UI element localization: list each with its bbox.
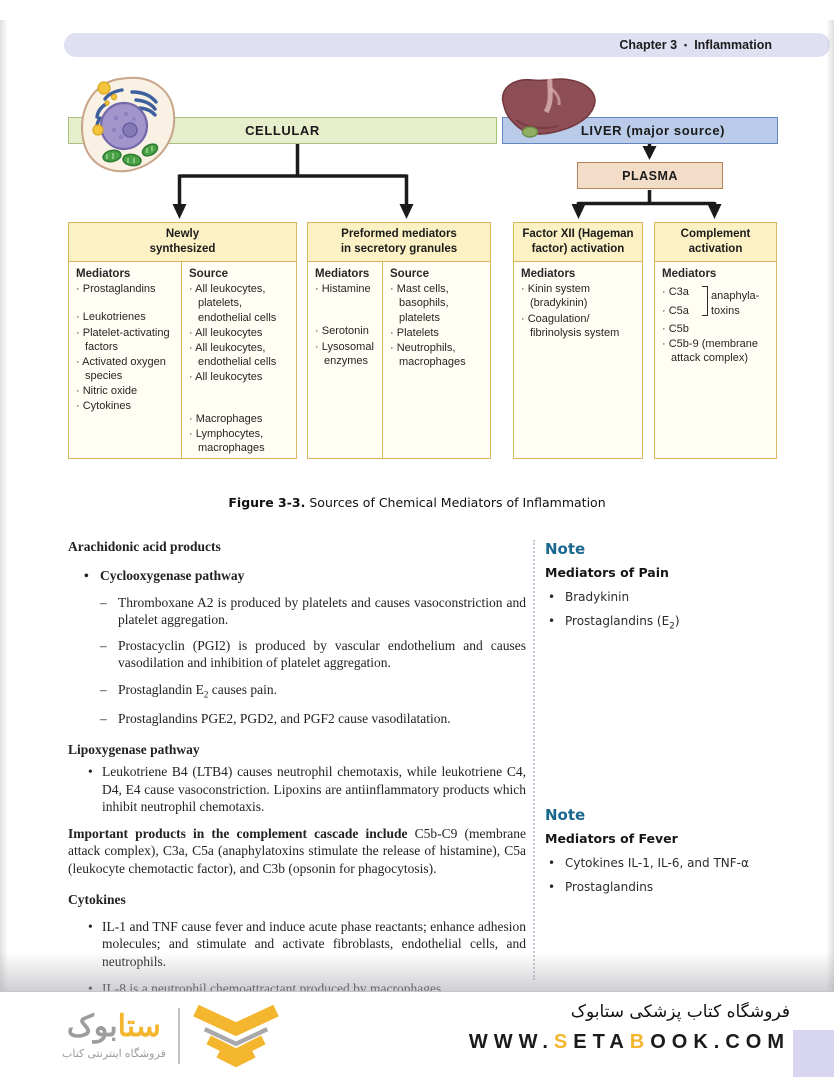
mediator-item: Prostaglandins bbox=[76, 282, 178, 296]
mediator-item: Cytokines bbox=[76, 399, 178, 413]
mediators-column: Mediators Kinin system (bradykinin) Coag… bbox=[514, 262, 642, 458]
complement-box: Complement activation Mediators C3a C5a … bbox=[654, 222, 777, 459]
heading-arachidonic: Arachidonic acid products bbox=[68, 539, 221, 554]
figure-caption-label: Figure 3-3. bbox=[228, 495, 306, 510]
box-title: Preformed mediators in secretory granule… bbox=[308, 223, 490, 263]
source-item: Neutrophils, macrophages bbox=[390, 341, 487, 369]
liver-banner: LIVER (major source) bbox=[502, 117, 778, 144]
mediators-column: Mediators Histamine Serotonin Lysosomal … bbox=[308, 262, 382, 458]
mediators-column: Mediators Prostaglandins Leukotrienes Pl… bbox=[69, 262, 181, 458]
chapter-title: Inflammation bbox=[694, 38, 772, 52]
box-title: Factor XII (Hageman factor) activation bbox=[514, 223, 642, 263]
source-item: All leukocytes bbox=[189, 370, 293, 384]
anaphylatoxin-group: C3a C5a anaphyla- toxins bbox=[662, 282, 773, 320]
mediator-item: Platelet-activating factors bbox=[76, 326, 178, 354]
preformed-mediators-box: Preformed mediators in secretory granule… bbox=[307, 222, 491, 459]
bullet-item: Leukotriene B4 (LTB4) causes neutrophil … bbox=[68, 763, 526, 815]
mediator-item: Leukotrienes bbox=[76, 310, 178, 324]
mediator-item: Coagulation/ fibrinolysis system bbox=[521, 312, 639, 340]
setabook-wordmark: ستابوک bbox=[66, 1010, 161, 1043]
header-bullet-icon: • bbox=[684, 39, 688, 50]
heading-cyclooxygenase: Cyclooxygenase pathway bbox=[68, 567, 526, 585]
dash-item: Prostaglandins PGE2, PGD2, and PGF2 caus… bbox=[68, 710, 526, 728]
box-title: Newly synthesized bbox=[69, 223, 296, 263]
store-name: فروشگاه کتاب پزشکی ستابوک bbox=[570, 1002, 790, 1022]
note-item: Cytokines IL-1, IL-6, and TNF-α bbox=[545, 856, 823, 870]
chapter-header-bar: Chapter 3 • Inflammation bbox=[64, 33, 830, 57]
source-item: Macrophages bbox=[189, 412, 293, 426]
note-item: Prostaglandins bbox=[545, 880, 823, 894]
flow-arrows bbox=[172, 143, 722, 219]
chevron-logo-icon bbox=[193, 1005, 279, 1067]
column-divider bbox=[533, 540, 535, 980]
source-column: Source Mast cells, basophils, platelets … bbox=[382, 262, 490, 459]
heading-lipoxygenase: Lipoxygenase pathway bbox=[68, 742, 200, 758]
right-scan-shadow bbox=[826, 20, 834, 992]
note-pain: Note Mediators of Pain Bradykinin Prosta… bbox=[545, 540, 823, 631]
newly-synthesized-box: Newly synthesized Mediators Prostaglandi… bbox=[68, 222, 297, 459]
main-text: Arachidonic acid products Cyclooxygenase… bbox=[68, 538, 526, 998]
mediator-item: Nitric oxide bbox=[76, 384, 178, 398]
source-item: Mast cells, basophils, platelets bbox=[390, 282, 487, 324]
mediator-item: Kinin system (bradykinin) bbox=[521, 282, 639, 310]
mediator-item: Lysosomal enzymes bbox=[315, 340, 379, 368]
complement-paragraph: Important products in the complement cas… bbox=[68, 826, 526, 876]
cell-illustration-icon bbox=[81, 76, 176, 173]
source-item: All leukocytes bbox=[189, 326, 293, 340]
logo-tagline: فروشگاه اینترنتی کتاب bbox=[62, 1048, 166, 1060]
logo-divider bbox=[177, 1008, 180, 1064]
mediator-item: C3a bbox=[662, 283, 702, 301]
box-title: Complement activation bbox=[655, 223, 776, 263]
corner-decoration bbox=[793, 1030, 834, 1077]
left-scan-shadow bbox=[0, 20, 8, 992]
bracket-icon bbox=[702, 286, 708, 317]
dash-item: Thromboxane A2 is produced by platelets … bbox=[68, 594, 526, 629]
heading-cytokines: Cytokines bbox=[68, 891, 126, 907]
figure-caption: Figure 3-3.Sources of Chemical Mediators… bbox=[228, 495, 606, 510]
website-url[interactable]: WWW.SETABOOK.COM bbox=[468, 1031, 790, 1053]
mediator-item: C5b bbox=[662, 322, 773, 336]
source-item: Lymphocytes, macrophages bbox=[189, 427, 293, 455]
note-item: Bradykinin bbox=[545, 590, 823, 604]
note-fever: Note Mediators of Fever Cytokines IL-1, … bbox=[545, 806, 823, 894]
liver-illustration-icon bbox=[501, 78, 596, 138]
source-item: All leukocytes, endothelial cells bbox=[189, 341, 293, 369]
source-item: All leukocytes, platelets, endothelial c… bbox=[189, 282, 293, 324]
mediator-item: Histamine bbox=[315, 282, 379, 296]
mediator-item: Activated oxygen species bbox=[76, 355, 178, 383]
mediators-column: Mediators C3a C5a anaphyla- toxins C5b C… bbox=[655, 262, 776, 458]
source-column: Source All leukocytes, platelets, endoth… bbox=[181, 262, 296, 459]
bottom-scan-fade bbox=[0, 952, 834, 993]
dash-item: Prostaglandin E2 causes pain. bbox=[68, 681, 526, 701]
liver-label: LIVER (major source) bbox=[580, 123, 726, 138]
mediator-item: C5a bbox=[662, 302, 702, 320]
plasma-label: PLASMA bbox=[622, 168, 678, 183]
mediator-item: C5b-9 (membrane attack complex) bbox=[662, 337, 773, 365]
factor-xii-box: Factor XII (Hageman factor) activation M… bbox=[513, 222, 643, 459]
setabook-logo[interactable]: ستابوک فروشگاه اینترنتی کتاب bbox=[62, 1004, 280, 1068]
bracket-label: anaphyla- toxins bbox=[711, 290, 760, 317]
cellular-label: CELLULAR bbox=[245, 123, 320, 138]
note-item: Prostaglandins (E2) bbox=[545, 614, 823, 631]
plasma-box: PLASMA bbox=[577, 162, 723, 189]
dash-item: Prostacyclin (PGI2) is produced by vascu… bbox=[68, 637, 526, 672]
mediator-item: Serotonin bbox=[315, 324, 379, 338]
chapter-number: Chapter 3 bbox=[619, 38, 678, 52]
source-item: Platelets bbox=[390, 326, 487, 340]
footer: ستابوک فروشگاه اینترنتی کتاب فروشگاه کتا… bbox=[0, 992, 834, 1080]
